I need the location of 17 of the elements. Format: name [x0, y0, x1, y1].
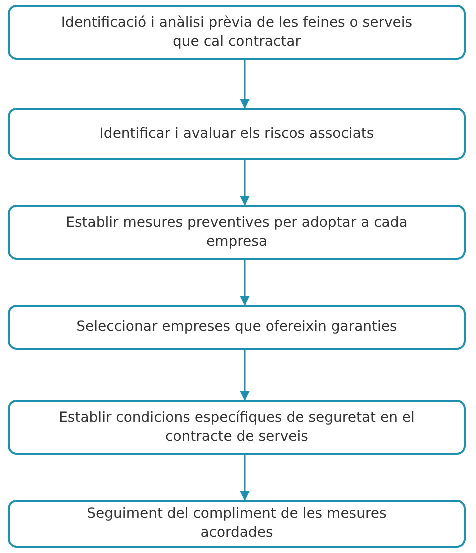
process-box	[8, 400, 466, 455]
arrow	[240, 260, 250, 306]
step-text: Seleccionar empreses que ofereixin garanties	[76, 318, 398, 337]
arrow	[240, 350, 250, 401]
process-box	[8, 5, 466, 60]
step-text: Identificació i anàlisi prèvia de les feines o serveis que cal contractar	[60, 14, 414, 52]
arrow	[240, 60, 250, 109]
arrow	[240, 160, 250, 206]
step-text: Seguiment del compliment de les mesures acordades	[86, 505, 388, 543]
step-text: Identificar i avaluar els riscos associats	[100, 124, 374, 144]
process-box	[8, 305, 466, 350]
process-box	[8, 205, 466, 260]
step-text: Establir condicions específiques de seguretat en el contracte de serveis	[58, 408, 416, 446]
process-box	[8, 108, 466, 160]
step-text: Establir mesures preventives per adoptar a cada empresa	[65, 214, 409, 252]
process-box	[8, 500, 466, 548]
arrow	[240, 455, 250, 501]
